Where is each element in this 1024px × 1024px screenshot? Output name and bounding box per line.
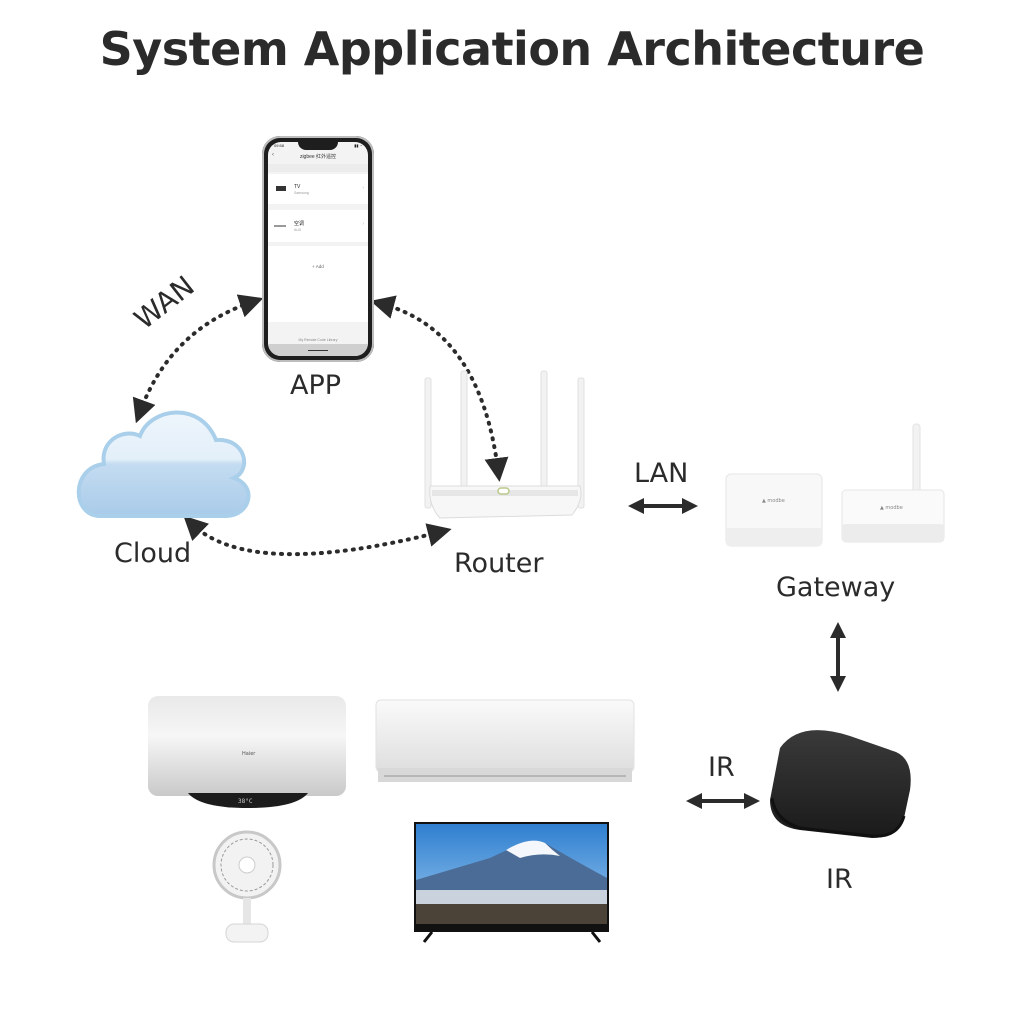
app-hint-bar bbox=[268, 164, 368, 172]
chevron-right-icon: › bbox=[362, 221, 364, 227]
add-device-link: + Add bbox=[312, 264, 324, 269]
phone-screen: 09:58▮▮ ◔ ‹ zigbee 红外遥控 TV Samsung › 空调 … bbox=[268, 142, 368, 356]
cloud-router-link bbox=[183, 515, 452, 557]
tv-icon bbox=[276, 186, 286, 191]
device-sub: AUX bbox=[294, 228, 302, 232]
status-bar: 09:58▮▮ ◔ bbox=[274, 143, 362, 148]
device-name: TV bbox=[294, 184, 301, 190]
cloud-label: Cloud bbox=[114, 538, 192, 569]
page-title: System Application Architecture bbox=[99, 22, 925, 76]
app-router-link bbox=[370, 295, 509, 482]
remote-code-library-link: My Remote Code Library bbox=[298, 338, 338, 342]
lan-label: LAN bbox=[634, 458, 689, 489]
device-name: 空调 bbox=[294, 221, 305, 227]
home-bar bbox=[268, 344, 368, 356]
wan-link bbox=[132, 294, 264, 424]
app-label: APP bbox=[290, 370, 342, 401]
gateway-label: Gateway bbox=[776, 572, 896, 603]
ac-icon bbox=[274, 225, 286, 227]
app-screen-title: zigbee 红外遥控 bbox=[299, 154, 337, 160]
router-label: Router bbox=[454, 548, 544, 579]
device-item-ac: 空调 AUX › bbox=[268, 210, 368, 242]
add-panel: + Add bbox=[268, 246, 368, 322]
device-sub: Samsung bbox=[294, 191, 309, 195]
back-icon: ‹ bbox=[272, 152, 274, 158]
smartphone-icon: 09:58▮▮ ◔ ‹ zigbee 红外遥控 TV Samsung › 空调 … bbox=[262, 136, 374, 362]
device-item-tv: TV Samsung › bbox=[268, 174, 368, 204]
chevron-right-icon: › bbox=[362, 185, 364, 191]
ir-link-label: IR bbox=[708, 752, 735, 783]
phone-notch bbox=[298, 142, 338, 150]
ir-device-label: IR bbox=[826, 864, 853, 895]
